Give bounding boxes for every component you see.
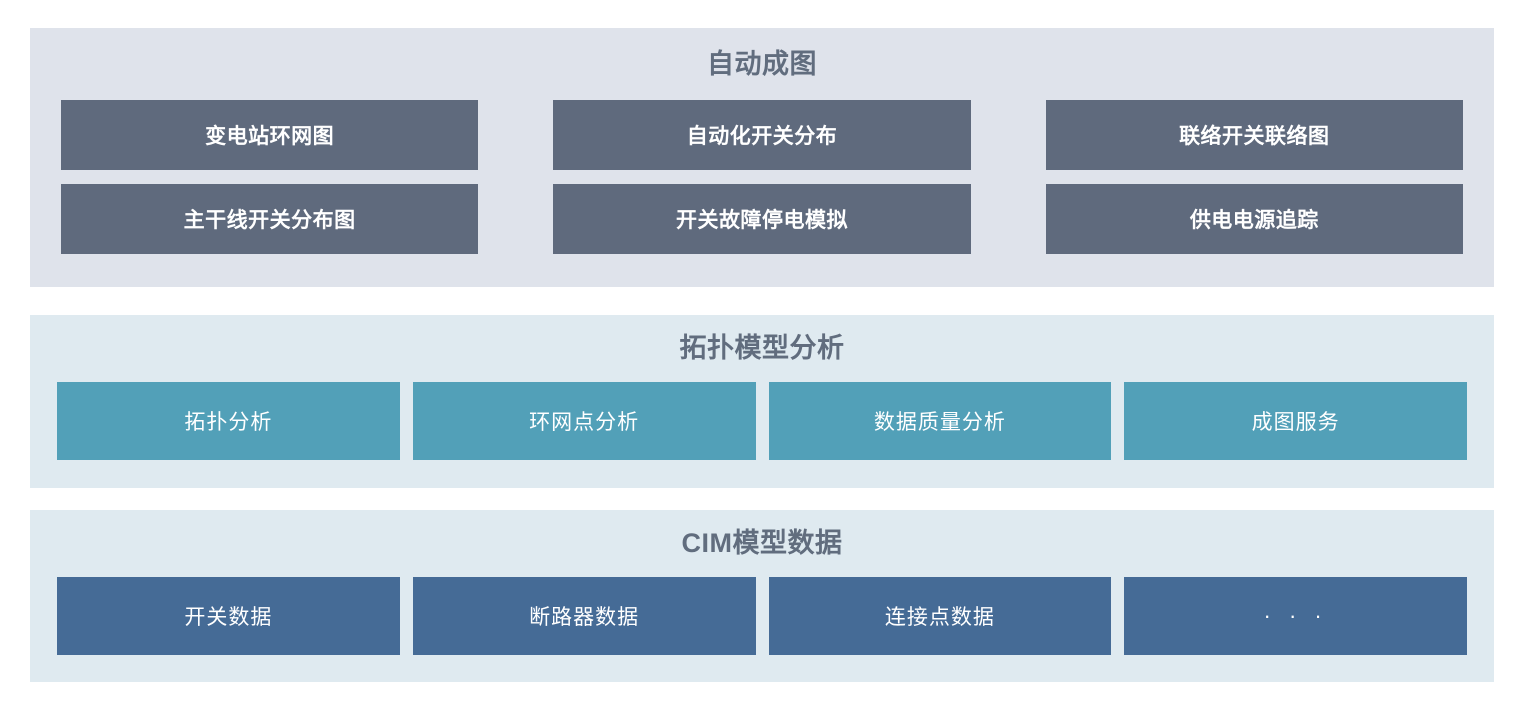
- topology-tile-topology-analysis[interactable]: 拓扑分析: [57, 382, 400, 460]
- automap-button-switch-fault-outage-simulation[interactable]: 开关故障停电模拟: [553, 184, 971, 254]
- automap-button-power-supply-source-tracing[interactable]: 供电电源追踪: [1045, 184, 1463, 254]
- topology-tile-ring-network-point-analysis[interactable]: 环网点分析: [412, 382, 756, 460]
- automap-row-1: 变电站环网图 自动化开关分布 联络开关联络图: [61, 100, 1463, 170]
- topology-tile-row: 拓扑分析 环网点分析 数据质量分析 成图服务: [30, 382, 1494, 460]
- cim-tile-switch-data[interactable]: 开关数据: [57, 577, 400, 655]
- cim-tile-more-ellipsis[interactable]: · · ·: [1124, 577, 1467, 655]
- automap-row-2: 主干线开关分布图 开关故障停电模拟 供电电源追踪: [61, 184, 1463, 254]
- panel-topology-title: 拓扑模型分析: [679, 333, 845, 363]
- cim-tile-row: 开关数据 断路器数据 连接点数据 · · ·: [30, 577, 1494, 655]
- automap-button-substation-ring-network-diagram[interactable]: 变电站环网图: [61, 100, 479, 170]
- cim-tile-connectivity-node-data[interactable]: 连接点数据: [768, 577, 1112, 655]
- panel-cim-model-data: CIM模型数据 开关数据 断路器数据 连接点数据 · · ·: [30, 510, 1494, 682]
- automap-button-automation-switch-distribution[interactable]: 自动化开关分布: [553, 100, 971, 170]
- panel-automap-title: 自动成图: [707, 49, 817, 79]
- panel-cim-title: CIM模型数据: [681, 528, 843, 558]
- cim-tile-circuit-breaker-data[interactable]: 断路器数据: [412, 577, 756, 655]
- topology-tile-data-quality-analysis[interactable]: 数据质量分析: [768, 382, 1112, 460]
- panel-topology-model-analysis: 拓扑模型分析 拓扑分析 环网点分析 数据质量分析 成图服务: [30, 315, 1494, 488]
- automap-button-trunk-line-switch-distribution-diagram[interactable]: 主干线开关分布图: [61, 184, 479, 254]
- automap-button-grid: 变电站环网图 自动化开关分布 联络开关联络图 主干线开关分布图 开关故障停电模拟…: [30, 100, 1494, 254]
- automap-button-tie-switch-connection-diagram[interactable]: 联络开关联络图: [1045, 100, 1463, 170]
- topology-tile-mapping-service[interactable]: 成图服务: [1124, 382, 1467, 460]
- panel-automap: 自动成图 变电站环网图 自动化开关分布 联络开关联络图 主干线开关分布图 开关故…: [30, 28, 1494, 287]
